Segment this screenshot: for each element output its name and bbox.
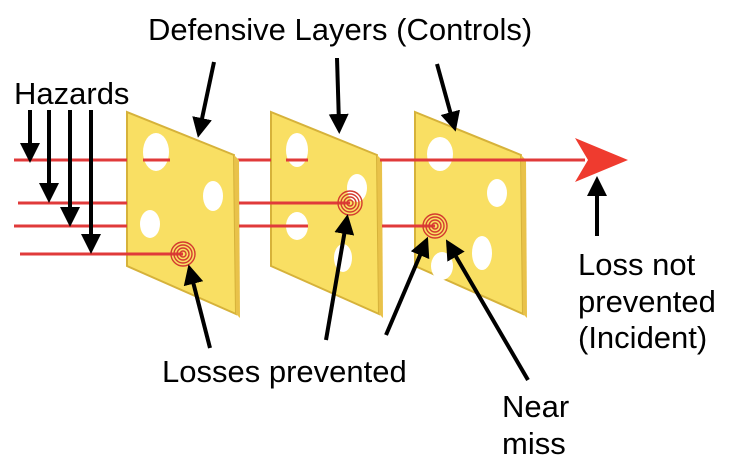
- defensive-layer-3: [414, 110, 527, 318]
- near-miss-line-1: Near: [502, 389, 570, 424]
- near-miss-line-2: miss: [502, 425, 566, 461]
- loss-not-prevented-line-2: prevented: [578, 283, 716, 319]
- cheese-hole: [286, 133, 308, 167]
- losses-prevented-label: Losses prevented: [162, 354, 407, 389]
- cheese-hole: [472, 236, 492, 270]
- cheese-hole: [347, 174, 367, 202]
- defensive-layer-1: [126, 110, 240, 318]
- down-arrow-icon: [328, 57, 349, 134]
- concentric-circles-icon: [170, 241, 196, 267]
- pointer-arrows: [20, 57, 607, 382]
- up-arrow-icon: [384, 236, 430, 336]
- defensive-layer-2: [270, 110, 383, 318]
- loss-not-prevented-line-3: (Incident): [578, 320, 708, 356]
- loss-not-prevented-line-1: Loss not: [578, 247, 696, 282]
- cheese-hole: [140, 210, 160, 238]
- defensive-layers-label: Defensive Layers (Controls): [148, 12, 533, 47]
- incident-arrowhead-icon: [575, 138, 628, 182]
- up-arrow-icon: [183, 264, 212, 349]
- up-arrow-icon: [324, 214, 355, 341]
- cheese-hole: [487, 179, 507, 207]
- cheese-hole: [143, 133, 169, 171]
- cheese-hole: [431, 252, 453, 280]
- concentric-circles-icon: [422, 213, 448, 239]
- near-miss-label: Near miss: [502, 389, 569, 462]
- hazards-label: Hazards: [14, 76, 130, 111]
- up-arrow-icon: [445, 239, 530, 382]
- cheese-hole: [203, 181, 223, 211]
- loss-not-prevented-label: Loss not prevented (Incident): [578, 247, 716, 357]
- cheese-hole: [427, 137, 453, 171]
- down-arrow-icon: [192, 61, 216, 138]
- down-arrow-icon: [435, 63, 460, 132]
